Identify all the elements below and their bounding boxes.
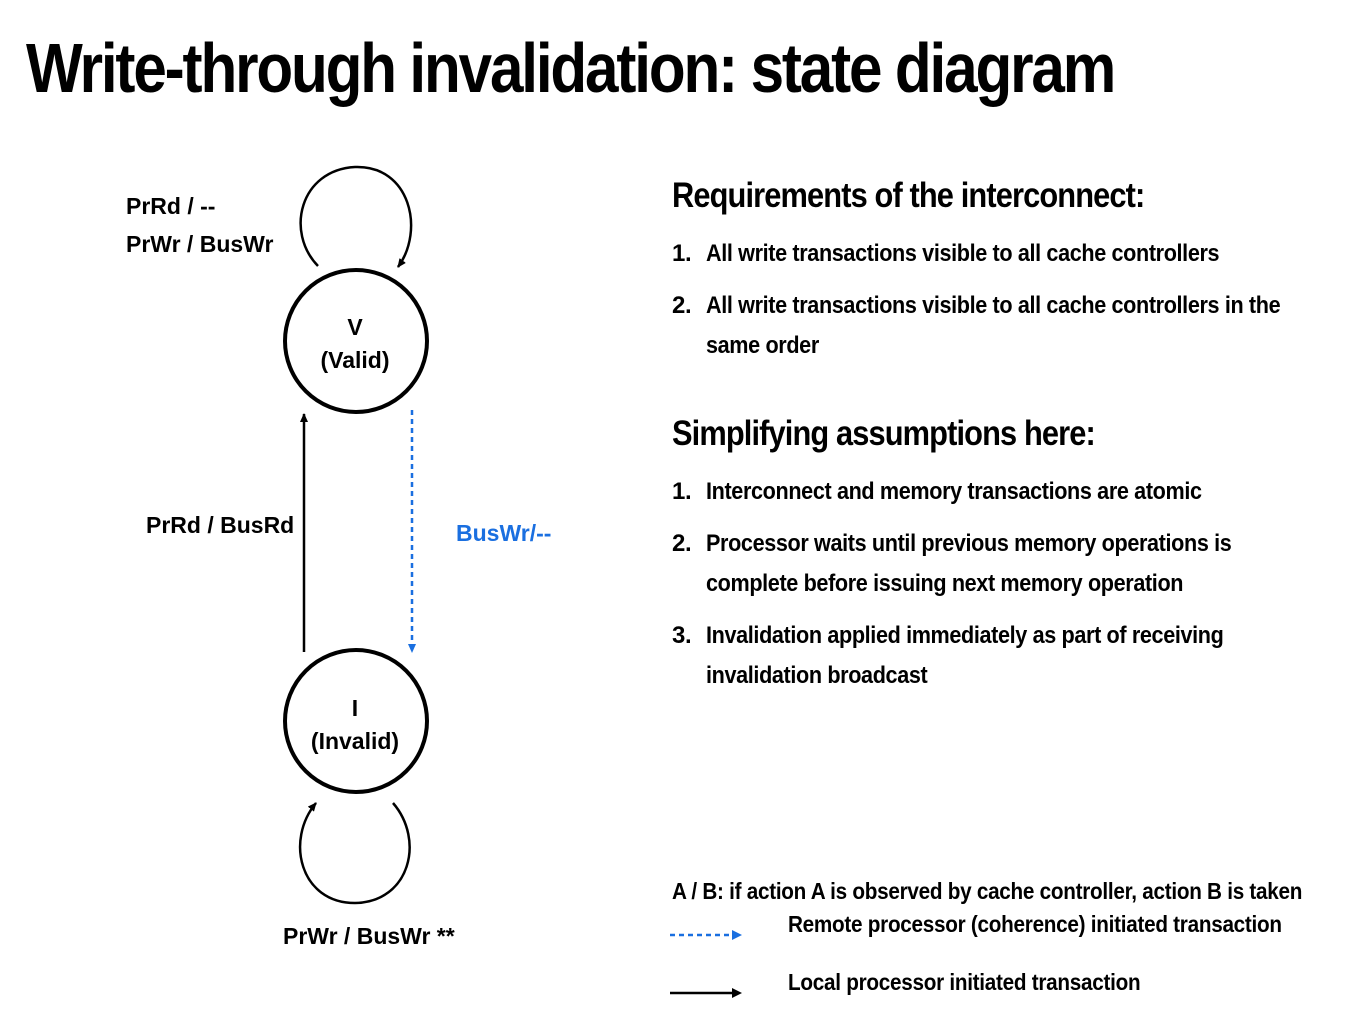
state-invalid-name: (Invalid) bbox=[311, 728, 399, 754]
legend-local-text: Local processor initiated transaction bbox=[788, 969, 1141, 995]
legend-remote-row: Remote processor (coherence) initiated t… bbox=[670, 911, 1352, 963]
assumptions-list: 1. Interconnect and memory transactions … bbox=[672, 472, 1332, 696]
state-valid-symbol: V bbox=[347, 314, 363, 340]
legend: A / B: if action A is observed by cache … bbox=[670, 878, 1352, 1021]
valid-self-loop-arrow bbox=[299, 165, 413, 268]
list-number: 1. bbox=[672, 478, 692, 505]
requirements-list: 1. All write transactions visible to all… bbox=[672, 234, 1332, 366]
legend-remote-text: Remote processor (coherence) initiated t… bbox=[788, 911, 1282, 937]
list-number: 1. bbox=[672, 240, 692, 267]
valid-to-invalid-label: BusWr/-- bbox=[456, 520, 551, 546]
invalid-self-label: PrWr / BusWr ** bbox=[283, 923, 455, 949]
state-valid-name: (Valid) bbox=[320, 347, 389, 373]
list-text: All write transactions visible to all ca… bbox=[706, 292, 1281, 359]
state-invalid-circle bbox=[283, 648, 429, 794]
state-invalid-symbol: I bbox=[352, 695, 358, 721]
list-text: Processor waits until previous memory op… bbox=[706, 530, 1232, 597]
list-text: Interconnect and memory transactions are… bbox=[706, 478, 1202, 505]
list-item: 1. All write transactions visible to all… bbox=[672, 234, 1332, 274]
list-text: All write transactions visible to all ca… bbox=[706, 240, 1220, 267]
assumptions-heading: Simplifying assumptions here: bbox=[672, 414, 1096, 453]
state-valid-circle bbox=[283, 268, 429, 414]
dashed-arrow-icon bbox=[670, 930, 742, 940]
solid-arrow-icon bbox=[670, 988, 742, 998]
notes-panel: Requirements of the interconnect: 1. All… bbox=[672, 176, 1332, 708]
invalid-to-valid-label: PrRd / BusRd bbox=[146, 512, 294, 538]
list-item: 3. Invalidation applied immediately as p… bbox=[672, 616, 1332, 696]
list-item: 2. Processor waits until previous memory… bbox=[672, 524, 1332, 604]
state-diagram: V (Valid) I (Invalid) PrRd / -- PrWr / B… bbox=[126, 165, 551, 949]
list-number: 2. bbox=[672, 530, 692, 557]
legend-definition: A / B: if action A is observed by cache … bbox=[672, 878, 1303, 904]
valid-self-label-read: PrRd / -- bbox=[126, 193, 215, 219]
list-number: 3. bbox=[672, 622, 692, 649]
page-title: Write-through invalidation: state diagra… bbox=[26, 29, 1116, 107]
valid-self-label-write: PrWr / BusWr bbox=[126, 231, 273, 257]
requirements-heading: Requirements of the interconnect: bbox=[672, 176, 1145, 215]
list-item: 1. Interconnect and memory transactions … bbox=[672, 472, 1332, 512]
list-number: 2. bbox=[672, 292, 692, 319]
list-text: Invalidation applied immediately as part… bbox=[706, 622, 1224, 689]
invalid-self-loop-arrow bbox=[299, 802, 411, 905]
legend-local-row: Local processor initiated transaction bbox=[670, 969, 1352, 1021]
list-item: 2. All write transactions visible to all… bbox=[672, 286, 1332, 366]
